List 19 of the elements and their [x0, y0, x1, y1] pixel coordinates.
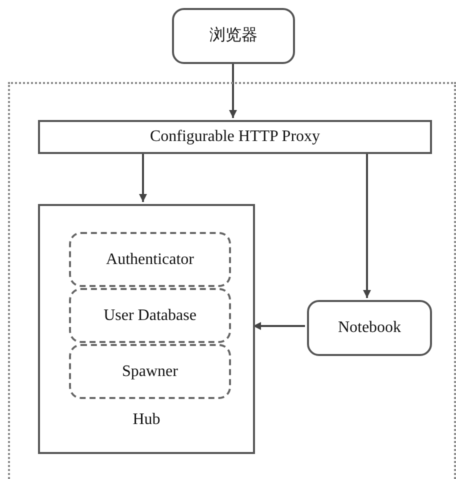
- browser-box: [172, 8, 295, 64]
- node-label: Spawner: [121, 362, 179, 382]
- component-box: [69, 288, 231, 343]
- component-box: [69, 232, 231, 287]
- arrow: [139, 152, 147, 202]
- component-box: [69, 344, 231, 399]
- node-label: User Database: [102, 306, 198, 326]
- node-label: Configurable HTTP Proxy: [148, 127, 322, 147]
- process-box: [307, 300, 432, 356]
- proxy-box: [38, 120, 432, 154]
- node-label: 浏览器: [208, 26, 258, 46]
- node-label: Authenticator: [105, 250, 195, 270]
- arrow: [253, 322, 305, 330]
- arrow: [229, 64, 237, 118]
- hub-box: [38, 204, 255, 454]
- arrow: [363, 152, 371, 298]
- boundary-box: [8, 82, 456, 479]
- node-label: Notebook: [336, 318, 402, 338]
- node-label: Hub: [132, 410, 162, 430]
